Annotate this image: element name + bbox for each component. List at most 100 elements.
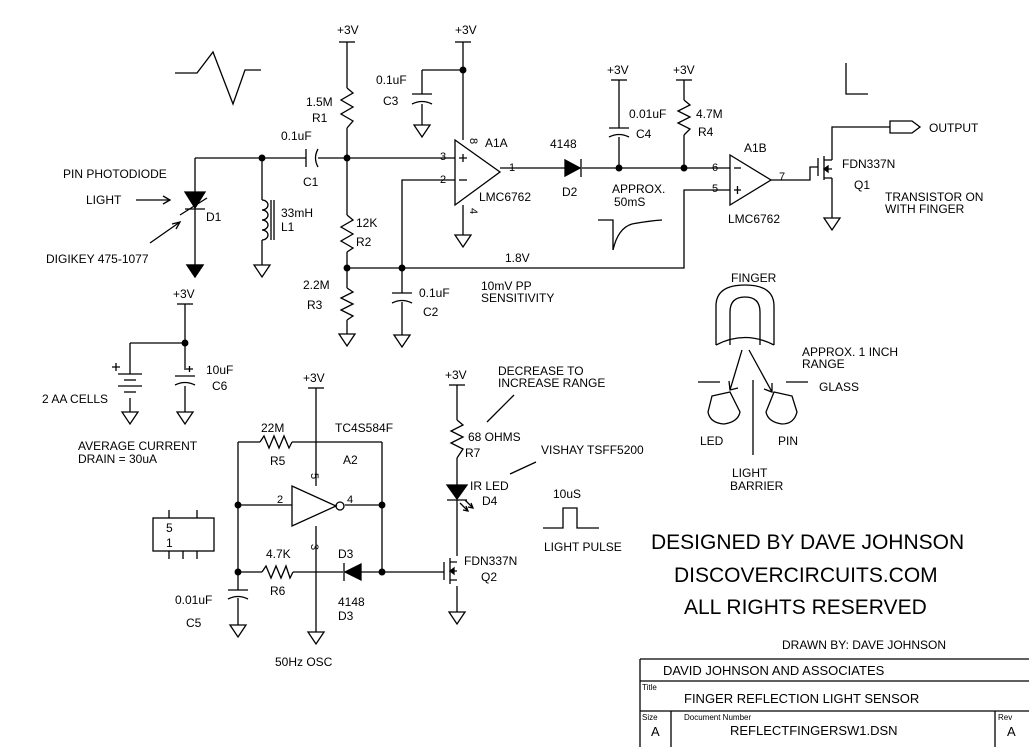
supply-label-a1: +3V: [455, 23, 477, 37]
transistor-note-2: WITH FINGER: [885, 202, 965, 216]
a2-pin-gnd: 3: [308, 544, 320, 550]
battery-cells: [112, 363, 142, 393]
d4-ref: D4: [482, 494, 498, 508]
title-block-size-label: Size: [642, 713, 658, 722]
title-block-size: A: [651, 724, 660, 739]
supply-label-battery: +3V: [173, 287, 195, 301]
opamp-a1a: [454, 138, 502, 207]
mosfet-q2: [443, 558, 457, 584]
d1-ref: D1: [206, 210, 222, 224]
a1b-pin-minus: 6: [712, 162, 718, 174]
inductor-l1: [261, 199, 275, 241]
supply-label-c4: +3V: [607, 63, 629, 77]
l1-value: 33mH: [281, 206, 313, 220]
c1-value: 0.1uF: [281, 129, 312, 143]
r1-value: 1.5M: [306, 95, 333, 109]
transistor-note-1: TRANSISTOR ON: [885, 190, 983, 204]
d3-ref-upper: D3: [338, 547, 354, 561]
bias-label: 1.8V: [505, 251, 530, 265]
r6-value: 4.7K: [266, 547, 291, 561]
waveform-pulse: [543, 507, 599, 529]
waveform-input: [175, 50, 261, 106]
sensitivity-note-1: 10mV PP: [481, 279, 532, 293]
inset-barrier-1: LIGHT: [732, 466, 768, 480]
decay-note-1: APPROX.: [612, 182, 665, 196]
r6-ref: R6: [270, 584, 286, 598]
supply-symbols: [177, 41, 692, 389]
resistor-r3: [339, 287, 355, 321]
d2-part: 4148: [550, 137, 577, 151]
decay-note-2: 50mS: [614, 195, 645, 209]
output-arrow: [889, 120, 922, 134]
waveform-decay: [598, 219, 663, 251]
inset-pin-label: PIN: [778, 434, 798, 448]
supply-label-osc: +3V: [303, 371, 325, 385]
a1a-ref: A1A: [485, 136, 508, 150]
title-block-rev-label: Rev: [998, 713, 1012, 722]
q1-ref: Q1: [854, 178, 870, 192]
drawn-by: DRAWN BY: DAVE JOHNSON: [782, 638, 946, 652]
d2-ref: D2: [562, 185, 578, 199]
current-note-2: DRAIN = 30uA: [78, 452, 157, 466]
q2-ref: Q2: [481, 570, 497, 584]
d3-part: 4148: [338, 595, 365, 609]
title-block-title: FINGER REFLECTION LIGHT SENSOR: [684, 691, 919, 706]
pulse-note: LIGHT PULSE: [544, 540, 622, 554]
capacitor-c6: [174, 366, 196, 386]
r5-value: 22M: [261, 421, 284, 435]
a1a-part: LMC6762: [479, 190, 531, 204]
c4-value: 0.01uF: [629, 107, 666, 121]
supply-label-r1: +3V: [337, 23, 359, 37]
d4-name: IR LED: [470, 479, 509, 493]
capacitor-c2: [391, 292, 413, 304]
capacitor-c1: [302, 148, 319, 168]
r4-ref: R4: [698, 125, 714, 139]
package-pin-5: 5: [166, 521, 173, 535]
d1-part: DIGIKEY 475-1077: [46, 252, 149, 266]
c5-ref: C5: [186, 616, 202, 630]
inset-led-label: LED: [700, 434, 724, 448]
a1a-pin-out: 1: [509, 162, 515, 174]
a2-pin-vcc: 5: [308, 473, 320, 479]
c4-ref: C4: [636, 127, 652, 141]
r3-value: 2.2M: [303, 278, 330, 292]
opamp-a1b: [729, 153, 773, 207]
title-block-doc-label: Document Number: [684, 713, 751, 722]
title-block-company: DAVID JOHNSON AND ASSOCIATES: [663, 663, 885, 678]
a2-pin-out: 4: [347, 494, 353, 506]
a2-ref: A2: [343, 453, 358, 467]
credit-rights: ALL RIGHTS RESERVED: [684, 596, 927, 619]
a1b-part: LMC6762: [728, 212, 780, 226]
inset-finger-label: FINGER: [731, 271, 777, 285]
diode-d3: [343, 562, 362, 582]
finger-inset: [698, 284, 808, 455]
led-part-pointer: [509, 461, 537, 475]
a1a-pin-vcc: 8: [467, 138, 479, 144]
c5-value: 0.01uF: [175, 593, 212, 607]
c2-value: 0.1uF: [419, 286, 450, 300]
c6-ref: C6: [212, 379, 228, 393]
wiring: [129, 42, 890, 632]
current-note-1: AVERAGE CURRENT: [78, 439, 198, 453]
resistor-r2: [339, 214, 355, 253]
output-label: OUTPUT: [929, 121, 979, 135]
r7-ref: R7: [465, 446, 481, 460]
r3-ref: R3: [307, 298, 323, 312]
c1-ref: C1: [303, 175, 319, 189]
inset-glass-label: GLASS: [819, 380, 859, 394]
waveform-output-step: [845, 63, 868, 95]
range-note-2: INCREASE RANGE: [498, 376, 605, 390]
r7-value: 68 OHMS: [468, 430, 521, 444]
ir-led-d4: [445, 484, 475, 512]
c6-value: 10uF: [206, 363, 233, 377]
resistor-r5: [259, 434, 293, 450]
range-pointer: [486, 394, 515, 423]
battery-label: 2 AA CELLS: [42, 392, 108, 406]
package-outline: [152, 510, 215, 559]
a2-part: TC4S584F: [335, 421, 393, 435]
d3-ref-lower: D3: [338, 609, 354, 623]
diode-d2: [564, 158, 582, 178]
a1b-pin-plus: 5: [712, 183, 718, 195]
d1-name: PIN PHOTODIODE: [63, 167, 167, 181]
